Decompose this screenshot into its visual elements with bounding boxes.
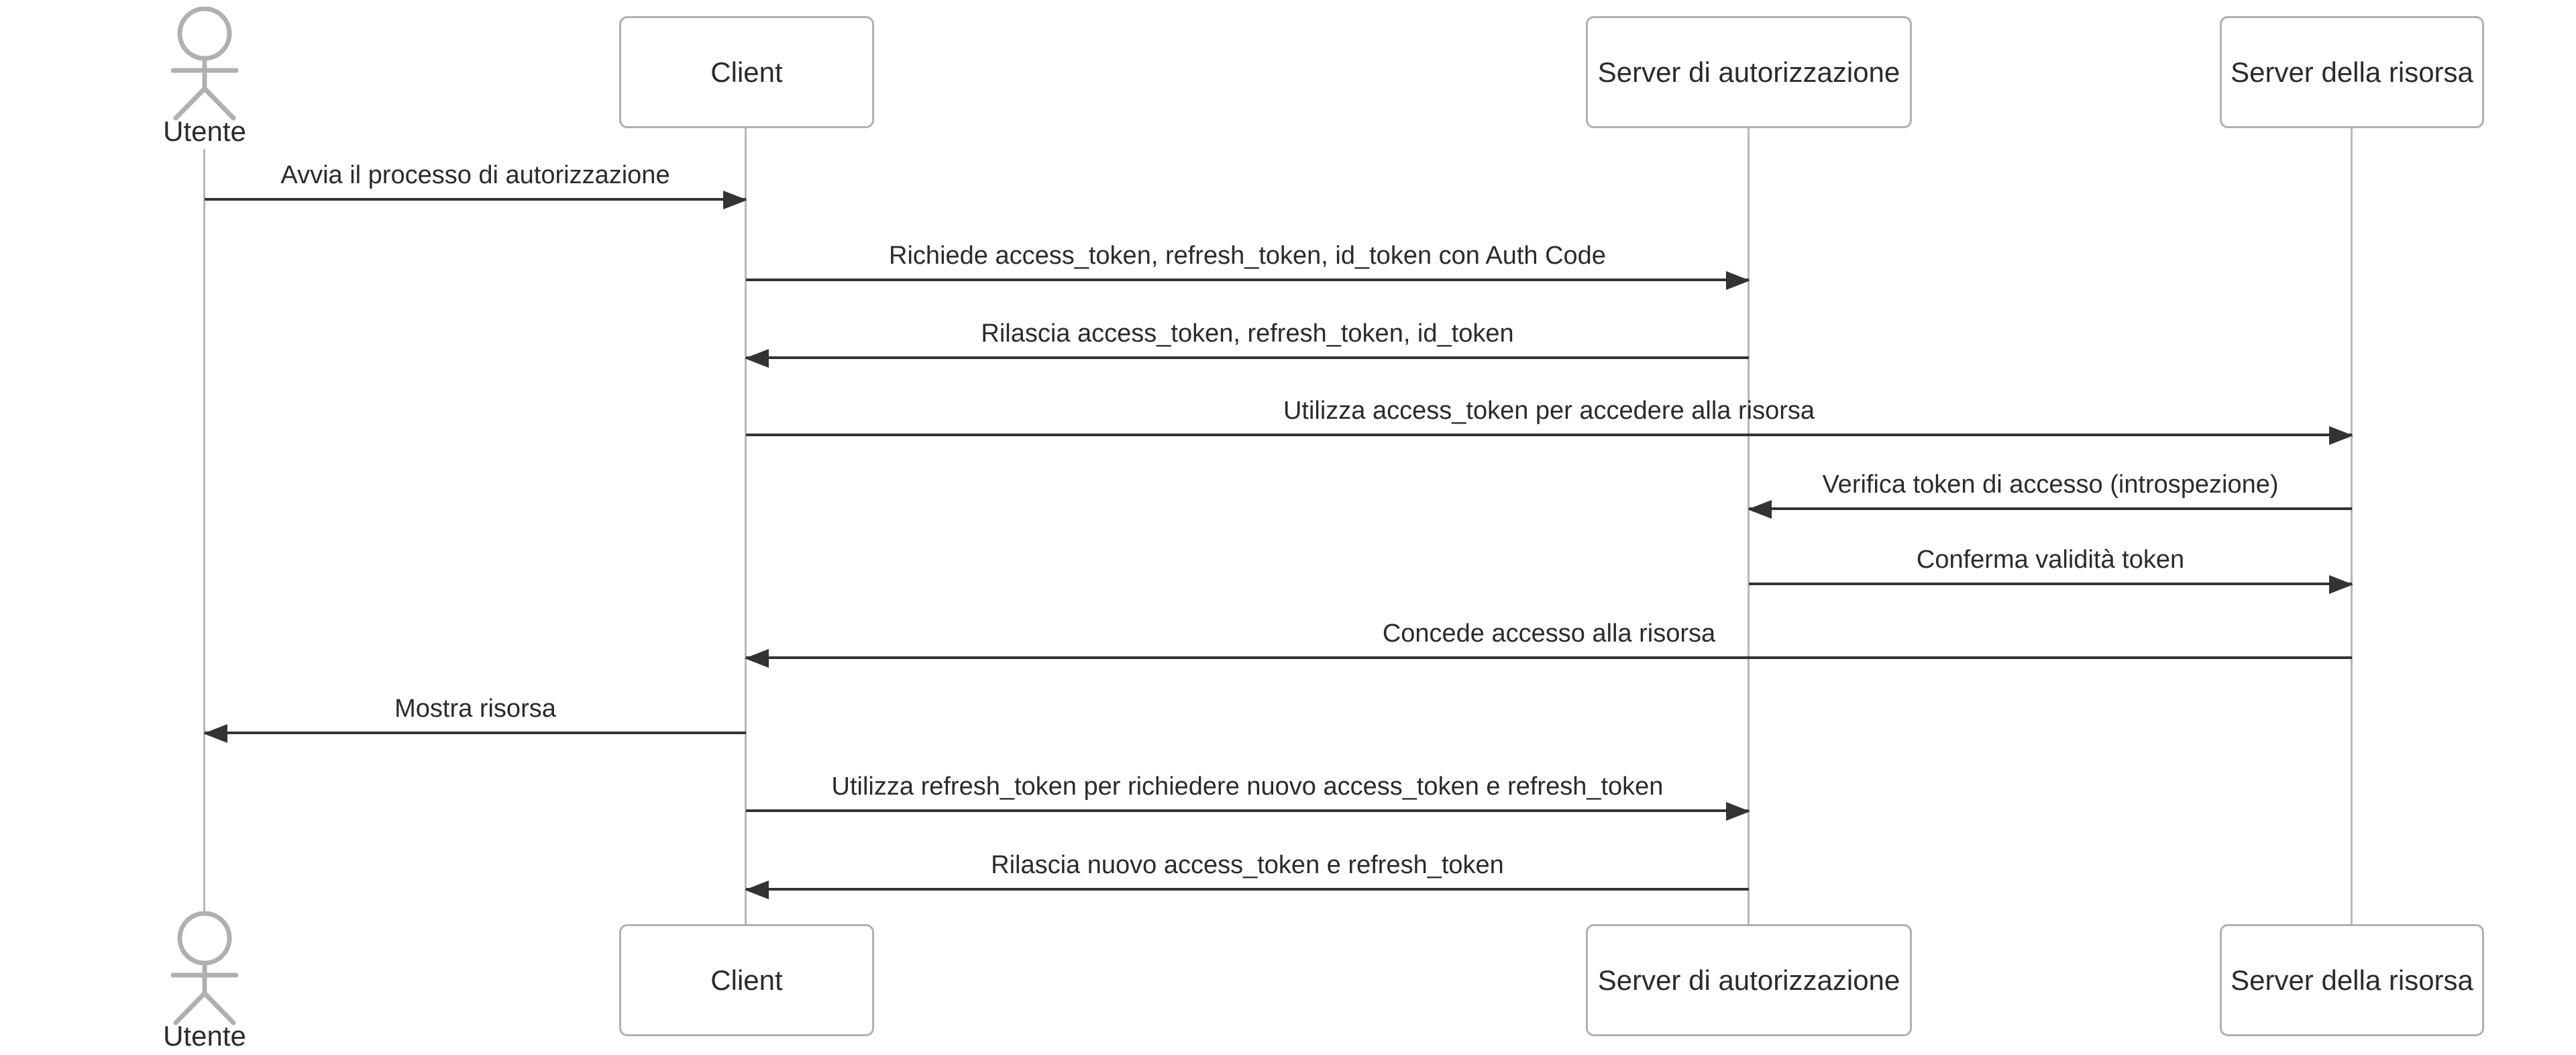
message-2: Richiede access_token, refresh_token, id…: [746, 238, 1750, 290]
message-3: Rilascia access_token, refresh_token, id…: [745, 316, 1749, 368]
actor-label-utente-top: Utente: [163, 115, 246, 147]
arrowhead-left-icon: [745, 649, 769, 668]
message-line: [1749, 583, 2352, 585]
actor-box-auth-server-top: Server di autorizzazione: [1586, 16, 1912, 128]
message-label: Mostra risorsa: [394, 695, 556, 723]
actor-box-resource-server-top: Server della risorsa: [2220, 16, 2484, 128]
actor-box-label: Client: [710, 56, 783, 88]
user-actor-icon: [170, 7, 239, 121]
arrowhead-right-icon: [2329, 426, 2353, 445]
message-6: Conferma validità token: [1749, 542, 2353, 594]
message-label: Utilizza access_token per accedere alla …: [1283, 397, 1815, 425]
message-line: [746, 356, 1749, 359]
actor-box-label: Server di autorizzazione: [1597, 964, 1900, 996]
message-1: Avvia il processo di autorizzazione: [205, 158, 747, 209]
message-label: Concede accesso alla risorsa: [1382, 619, 1716, 648]
arrowhead-left-icon: [203, 724, 227, 743]
message-line: [205, 732, 746, 734]
message-line: [746, 888, 1749, 891]
message-9: Utilizza refresh_token per richiedere nu…: [746, 769, 1750, 821]
arrowhead-right-icon: [1726, 802, 1750, 821]
actor-box-auth-server-bottom: Server di autorizzazione: [1586, 924, 1912, 1036]
lifeline-utente: [203, 149, 205, 915]
message-line: [746, 434, 2352, 436]
actor-box-label: Server di autorizzazione: [1597, 56, 1900, 88]
actor-box-resource-server-bottom: Server della risorsa: [2220, 924, 2484, 1036]
message-line: [746, 809, 1749, 812]
arrowhead-right-icon: [2329, 575, 2353, 594]
message-label: Rilascia nuovo access_token e refresh_to…: [991, 851, 1504, 879]
arrowhead-right-icon: [1726, 271, 1750, 290]
message-label: Avvia il processo di autorizzazione: [280, 161, 670, 189]
lifeline-resource-server: [2351, 126, 2353, 924]
message-line: [746, 279, 1749, 281]
message-line: [1749, 507, 2352, 510]
message-label: Conferma validità token: [1916, 546, 2185, 574]
message-4: Utilizza access_token per accedere alla …: [746, 393, 2353, 445]
actor-label-utente-bottom: Utente: [163, 1020, 246, 1052]
message-label: Verifica token di accesso (introspezione…: [1822, 470, 2279, 499]
message-label: Richiede access_token, refresh_token, id…: [889, 242, 1606, 270]
actor-box-client-top: Client: [619, 16, 874, 128]
user-actor-icon: [170, 911, 239, 1025]
arrowhead-left-icon: [745, 349, 769, 368]
message-10: Rilascia nuovo access_token e refresh_to…: [745, 848, 1749, 899]
actor-box-label: Client: [710, 964, 783, 996]
message-label: Rilascia access_token, refresh_token, id…: [981, 319, 1514, 348]
arrowhead-right-icon: [723, 191, 747, 209]
arrowhead-left-icon: [1748, 500, 1772, 519]
message-line: [205, 198, 746, 201]
lifeline-client: [745, 126, 747, 924]
actor-box-client-bottom: Client: [619, 924, 874, 1036]
message-7: Concede accesso alla risorsa: [745, 616, 2352, 668]
message-5: Verifica token di accesso (introspezione…: [1748, 467, 2352, 519]
message-line: [746, 656, 2352, 659]
arrowhead-left-icon: [745, 881, 769, 899]
message-label: Utilizza refresh_token per richiedere nu…: [831, 772, 1664, 801]
lifeline-auth-server: [1748, 126, 1750, 924]
actor-box-label: Server della risorsa: [2231, 964, 2473, 996]
message-8: Mostra risorsa: [203, 691, 746, 743]
actor-box-label: Server della risorsa: [2231, 56, 2473, 88]
